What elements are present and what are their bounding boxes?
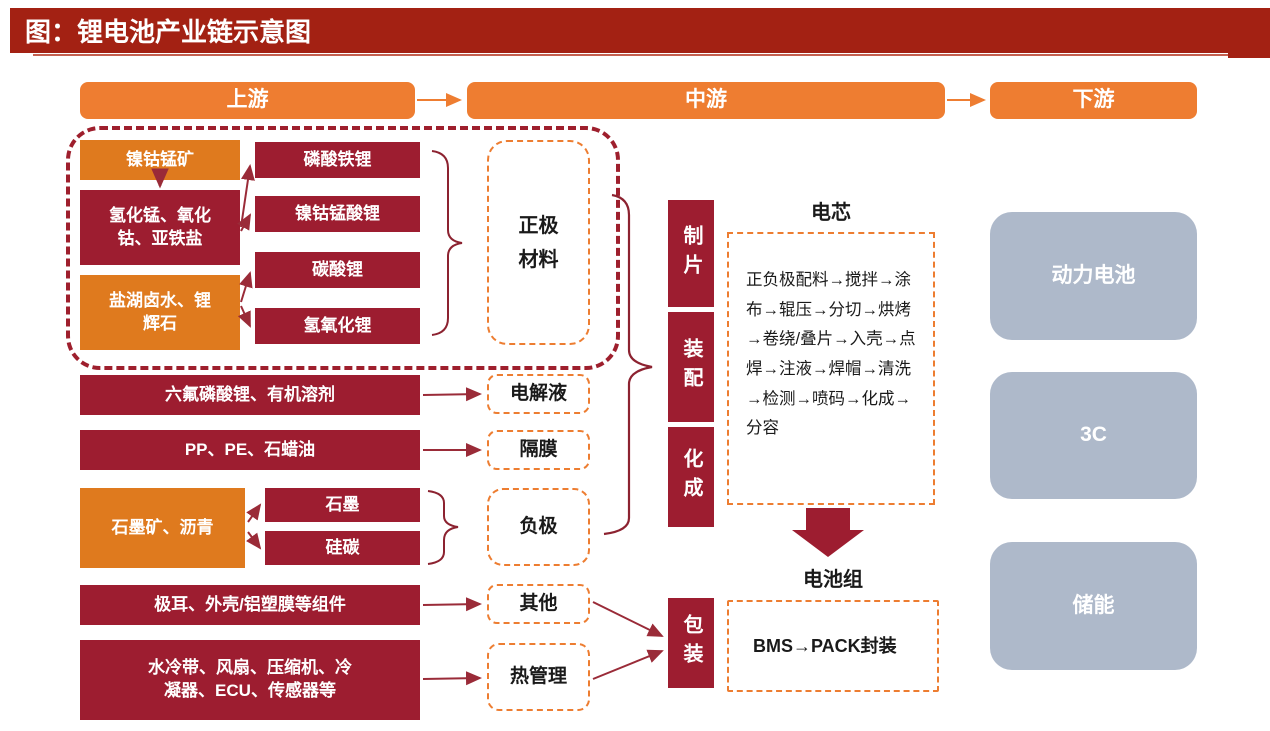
- downstream-power-battery: 动力电池: [990, 212, 1197, 340]
- node-ncm: 镍钴锰酸锂: [255, 196, 420, 232]
- down-arrow-icon: [792, 508, 864, 557]
- brace-anode: [427, 490, 459, 565]
- header-midstream: 中游: [467, 82, 945, 119]
- arrow-other-to-packaging: [592, 601, 664, 637]
- arrow-to-graphite: [246, 503, 262, 523]
- stage-formation: 化成: [668, 427, 714, 527]
- node-electrolyte: 电解液: [487, 374, 590, 414]
- node-other-source: 极耳、外壳/铝塑膜等组件: [80, 585, 420, 625]
- cell-title: 电芯: [811, 202, 851, 224]
- downstream-3c: 3C: [990, 372, 1197, 499]
- node-cathode-material: 正极 材料: [487, 140, 590, 345]
- node-separator: 隔膜: [487, 430, 590, 470]
- node-separator-source: PP、PE、石蜡油: [80, 430, 420, 470]
- arrow-to-thermal: [422, 671, 482, 686]
- stage-sheet-making: 制片: [668, 200, 714, 307]
- page-title: 图：锂电池产业链示意图: [10, 8, 1270, 53]
- downstream-energy-storage: 储能: [990, 542, 1197, 670]
- node-lithium-carbonate: 碳酸锂: [255, 252, 420, 288]
- node-silicon-carbon: 硅碳: [265, 531, 420, 565]
- title-underline: [33, 54, 1270, 56]
- arrow-to-silicon-carbon: [246, 531, 262, 550]
- node-ncm-ore: 镍钴锰矿: [80, 140, 240, 180]
- title-notch: [1228, 52, 1270, 58]
- node-other: 其他: [487, 584, 590, 624]
- node-lithium-hydroxide: 氢氧化锂: [255, 308, 420, 344]
- node-lfp: 磷酸铁锂: [255, 142, 420, 178]
- stage-packaging: 包装: [668, 598, 714, 688]
- node-anode: 负极: [487, 488, 590, 566]
- node-anode-source: 石墨矿、沥青: [80, 488, 245, 568]
- cell-process-box: 正负极配料→搅拌→涂布→辊压→分切→烘烤→卷绕/叠片→入壳→点焊→注液→焊帽→清…: [727, 232, 935, 505]
- node-thermal-source: 水冷带、风扇、压缩机、冷 凝器、ECU、传感器等: [80, 640, 420, 720]
- stage-assembly: 装配: [668, 312, 714, 422]
- arrow-to-electrolyte: [422, 387, 482, 402]
- node-precursors: 氢化锰、氧化 钴、亚铁盐: [80, 190, 240, 265]
- node-graphite: 石墨: [265, 488, 420, 522]
- header-downstream: 下游: [990, 82, 1197, 119]
- node-electrolyte-source: 六氟磷酸锂、有机溶剂: [80, 375, 420, 415]
- node-thermal: 热管理: [487, 643, 590, 711]
- arrow-to-other: [422, 597, 482, 612]
- header-upstream: 上游: [80, 82, 415, 119]
- pack-title: 电池组: [803, 569, 863, 591]
- arrow-thermal-to-packaging: [592, 649, 664, 680]
- pack-process-box: BMS→PACK封装: [727, 600, 939, 692]
- node-salt-lake-brine: 盐湖卤水、锂 辉石: [80, 275, 240, 350]
